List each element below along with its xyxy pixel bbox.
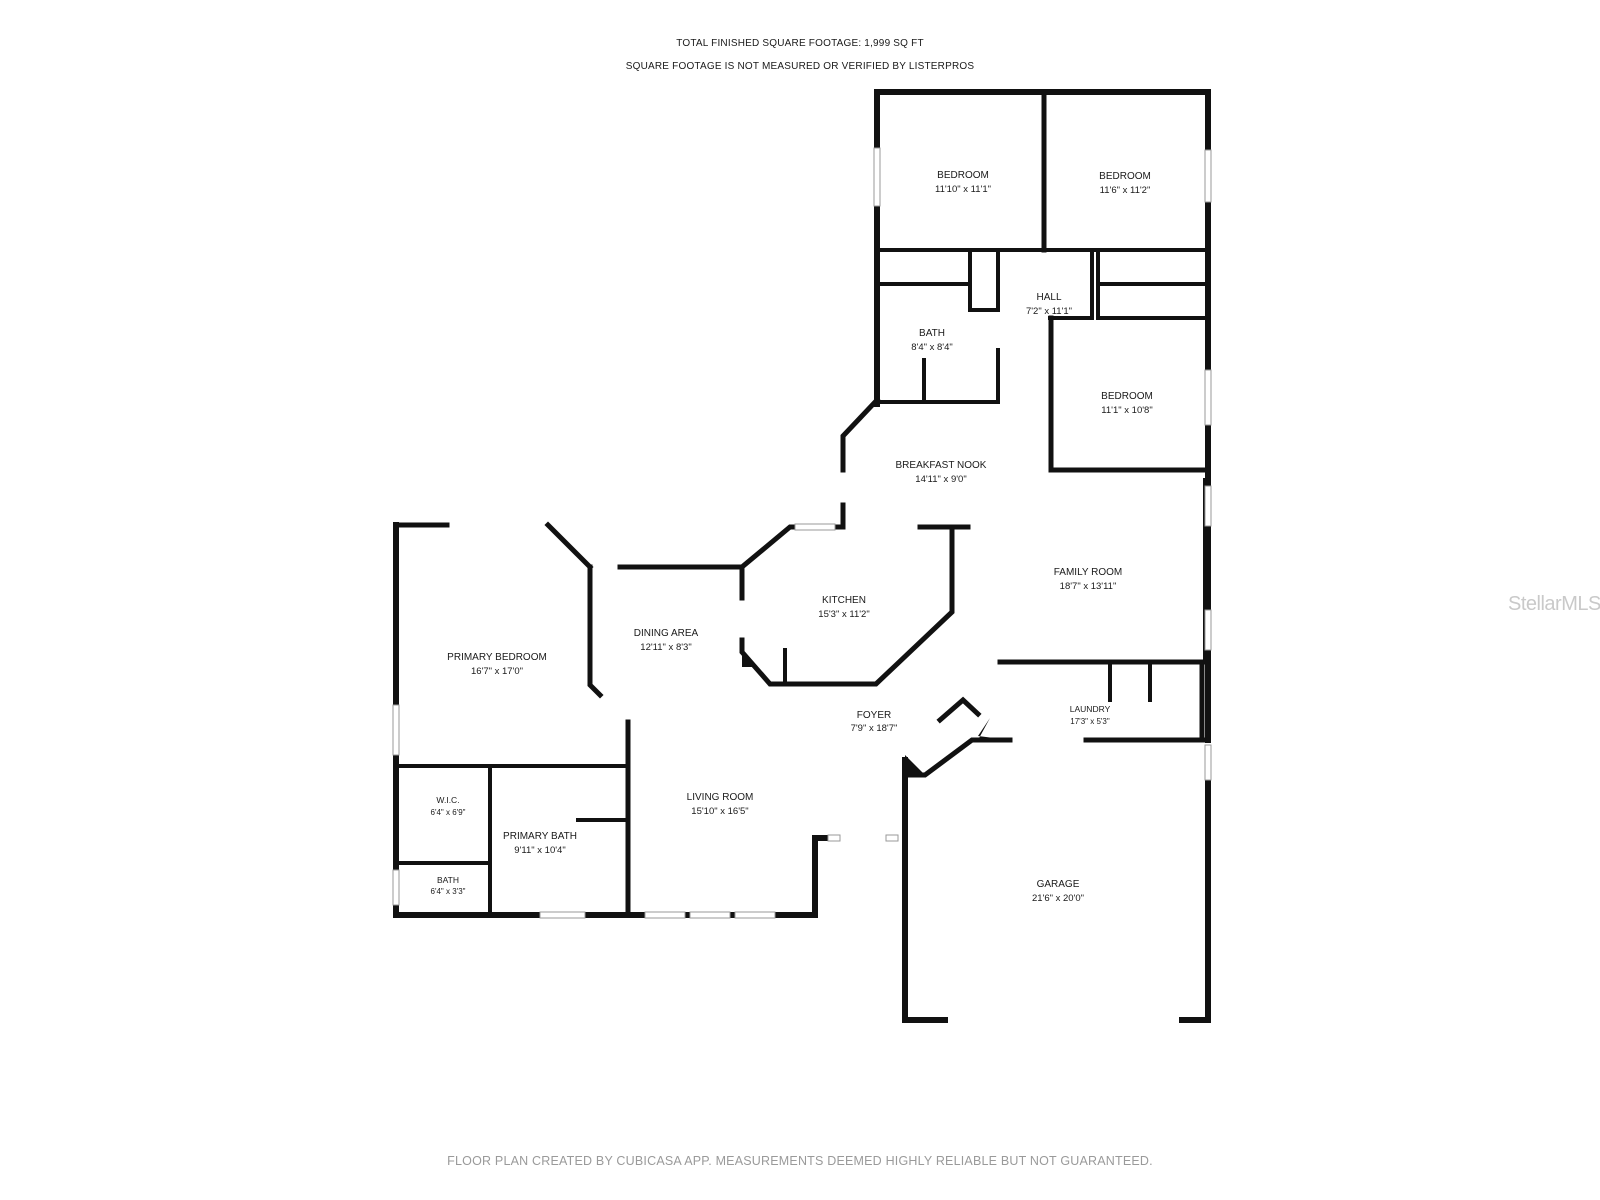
garage-corner-block (905, 755, 925, 775)
room-dims: 21'6" x 20'0" (1032, 893, 1084, 904)
room-dims: 15'3" x 11'2" (818, 609, 869, 620)
room-name: LIVING ROOM (687, 792, 754, 803)
window (1204, 369, 1212, 426)
room-name: LAUNDRY (1070, 704, 1111, 714)
room-name: BATH (919, 328, 945, 339)
room-primary-bath: PRIMARY BATH 9'11" x 10'4" (503, 831, 577, 856)
window (392, 869, 400, 906)
room-dims: 12'11" x 8'3" (640, 642, 691, 653)
window (1204, 149, 1212, 203)
room-dims: 15'10" x 16'5" (691, 806, 748, 817)
room-living-room: LIVING ROOM 15'10" x 16'5" (687, 792, 754, 817)
floor-plan-footer: FLOOR PLAN CREATED BY CUBICASA APP. MEAS… (447, 1154, 1153, 1168)
total-square-footage: TOTAL FINISHED SQUARE FOOTAGE: 1,999 SQ … (676, 38, 924, 49)
window (392, 704, 400, 756)
garage-right-wall (1179, 772, 1211, 1023)
window (1204, 485, 1212, 527)
bath-upper-wall (878, 348, 1000, 404)
room-name: W.I.C. (436, 795, 459, 805)
walls (393, 89, 1211, 1023)
window (1204, 609, 1212, 651)
room-name: BEDROOM (1101, 391, 1153, 402)
room-dims: 6'4" x 3'3" (431, 887, 466, 896)
window (873, 147, 881, 207)
room-name: BEDROOM (1099, 171, 1151, 182)
closet-wall-left (878, 248, 972, 286)
closet-wall-right (1096, 248, 1207, 320)
window (1204, 744, 1212, 781)
room-bedroom-2: BEDROOM 11'6" x 11'2" (1099, 171, 1151, 196)
room-bedroom-1: BEDROOM 11'10" x 11'1" (935, 170, 991, 195)
room-name: FAMILY ROOM (1054, 567, 1123, 578)
window (885, 834, 899, 842)
room-dims: 7'9" x 18'7" (851, 723, 898, 734)
room-name: BATH (437, 875, 459, 885)
room-name: KITCHEN (822, 595, 866, 606)
closet-wall-left-2 (968, 248, 1000, 312)
foyer-closet-wall (936, 696, 982, 724)
square-footage-disclaimer: SQUARE FOOTAGE IS NOT MEASURED OR VERIFI… (625, 61, 975, 72)
room-dims: 18'7" x 13'11" (1060, 581, 1117, 592)
main-outer-wall (393, 522, 831, 918)
window (794, 523, 836, 531)
room-wic: W.I.C. 6'4" x 6'9" (431, 795, 466, 817)
garage-top-angled-wall (902, 737, 1013, 778)
room-hall: HALL 7'2" x 11'1" (1026, 292, 1072, 317)
room-family-room: FAMILY ROOM 18'7" x 13'11" (1054, 567, 1123, 592)
window (827, 834, 841, 842)
room-bedroom-3: BEDROOM 11'1" x 10'8" (1101, 391, 1153, 416)
primary-bedroom-angled-wall (544, 521, 594, 571)
room-dims: 11'1" x 10'8" (1101, 405, 1152, 416)
room-dims: 7'2" x 11'1" (1026, 306, 1072, 317)
dining-left-wall (587, 564, 604, 699)
room-breakfast-nook: BREAKFAST NOOK 14'11" x 9'0" (896, 460, 987, 485)
room-primary-bedroom: PRIMARY BEDROOM 16'7" x 17'0" (447, 652, 547, 677)
room-name: FOYER (857, 710, 891, 721)
window (644, 911, 686, 919)
room-dining-area: DINING AREA 12'11" x 8'3" (634, 628, 699, 653)
laundry-corner-block (978, 718, 1010, 740)
room-name: PRIMARY BEDROOM (447, 652, 547, 663)
room-dims: 14'11" x 9'0" (915, 474, 966, 485)
kitchen-corner-block (742, 652, 755, 667)
room-name: HALL (1036, 292, 1061, 303)
room-dims: 9'11" x 10'4" (514, 845, 565, 856)
window (539, 911, 586, 919)
room-dims: 16'7" x 17'0" (471, 666, 523, 677)
room-dims: 8'4" x 8'4" (911, 342, 953, 353)
window (689, 911, 731, 919)
room-laundry: LAUNDRY 17'3" x 5'3" (1070, 704, 1111, 726)
room-garage: GARAGE 21'6" x 20'0" (1032, 879, 1084, 904)
closet-wall-right-3 (1048, 248, 1094, 320)
garage-left-wall (902, 757, 948, 1023)
room-name: BREAKFAST NOOK (896, 460, 987, 471)
room-name: GARAGE (1037, 879, 1080, 890)
nook-angled-wall (840, 396, 881, 473)
watermark-logo: StellarMLS (1508, 593, 1600, 615)
room-bath-upper: BATH 8'4" x 8'4" (911, 328, 953, 353)
room-foyer: FOYER 7'9" x 18'7" (851, 710, 898, 734)
room-dims: 11'10" x 11'1" (935, 184, 991, 195)
windows (392, 147, 1212, 919)
room-name: PRIMARY BATH (503, 831, 577, 842)
room-kitchen: KITCHEN 15'3" x 11'2" (818, 595, 869, 620)
room-dims: 6'4" x 6'9" (431, 808, 466, 817)
nook-lower-wall (738, 502, 846, 571)
room-dims: 17'3" x 5'3" (1070, 717, 1110, 726)
kitchen-counter (739, 524, 955, 687)
room-name: DINING AREA (634, 628, 699, 639)
bedroom-3-wall (1048, 315, 1208, 473)
room-name: BEDROOM (937, 170, 989, 181)
room-bath-small: BATH 6'4" x 3'3" (431, 875, 466, 896)
window (734, 911, 776, 919)
room-dims: 11'6" x 11'2" (1100, 185, 1151, 196)
